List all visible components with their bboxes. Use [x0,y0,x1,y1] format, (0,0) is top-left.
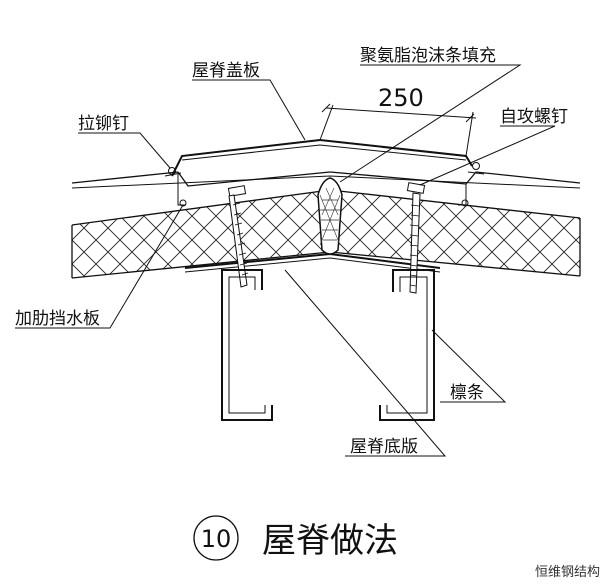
insulation-panel-right [329,189,581,277]
label-flashing: 加肋挡水板 [15,309,100,329]
ridge-cover-plate [171,138,473,177]
dimension-250: 250 [319,84,477,157]
caption: 10 屋脊做法 [193,515,398,561]
watermark: 恒维钢结构 [535,565,600,580]
roof-sheet-top [71,171,581,189]
rivet-small-left [179,199,187,207]
self-tapping-screw-left [227,185,249,288]
label-ridge-cover: 屋脊盖板 [192,61,260,81]
foam-filler-strip [317,177,343,255]
caption-title: 屋脊做法 [262,521,398,561]
label-purlin: 檩条 [450,383,484,403]
flashing-plate [177,172,467,206]
label-foam-filler: 聚氨脂泡沫条填充 [360,46,496,66]
self-tapping-screw-right [406,182,426,294]
label-self-tapping-screw: 自攻螺钉 [500,107,568,127]
rivet-small-right [461,199,469,207]
label-rivet: 拉铆钉 [78,114,129,134]
caption-number-circle [193,515,239,561]
rivet-right [467,162,485,175]
leader-lines [15,64,556,457]
purlin-right [379,269,435,421]
rivet-left [164,167,182,177]
purlin-left [221,269,273,421]
caption-number: 10 [201,525,232,553]
label-ridge-base: 屋脊底版 [350,437,418,457]
dimension-value: 250 [378,84,424,112]
insulation-panel-left [71,189,331,279]
